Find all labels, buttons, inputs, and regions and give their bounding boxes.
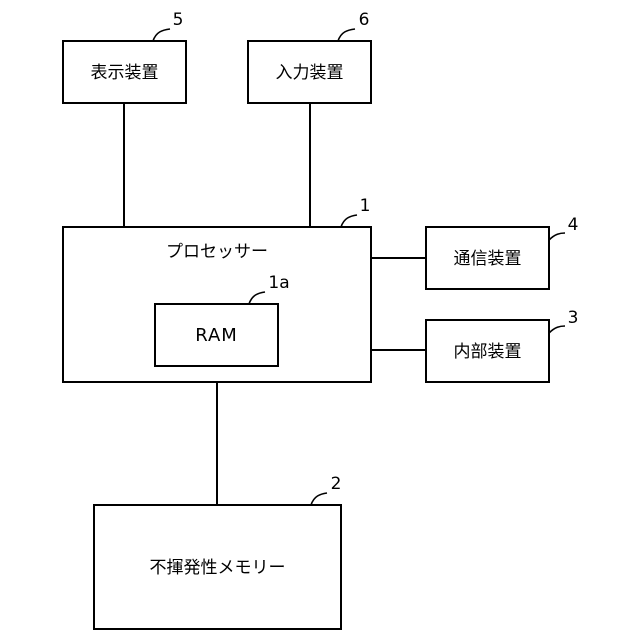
- nonvolatile-memory-ref-leader: [311, 493, 327, 505]
- input-device-ref: 6: [359, 10, 370, 30]
- input-device-label: 入力装置: [276, 63, 344, 83]
- processor-ref: 1: [360, 196, 371, 216]
- internal-device-label: 内部装置: [454, 342, 522, 362]
- ram-label: RAM: [195, 325, 238, 346]
- communication-device-block: 通信装置: [426, 227, 549, 289]
- internal-device-block: 内部装置: [426, 320, 549, 382]
- display-device-label: 表示装置: [91, 63, 159, 83]
- communication-device-ref-leader: [549, 233, 565, 240]
- ram-block: RAM: [155, 304, 278, 366]
- display-device-block: 表示装置: [63, 41, 186, 103]
- input-device-ref-leader: [338, 29, 355, 41]
- communication-device-ref: 4: [568, 215, 579, 235]
- input-device-block: 入力装置: [248, 41, 371, 103]
- nonvolatile-memory-block: 不揮発性メモリー: [94, 505, 341, 629]
- ram-ref: 1a: [268, 273, 289, 293]
- internal-device-ref-leader: [549, 326, 565, 333]
- processor-label: プロセッサー: [166, 242, 268, 262]
- internal-device-ref: 3: [568, 308, 579, 328]
- processor-ref-leader: [341, 215, 357, 227]
- display-device-ref-leader: [153, 29, 170, 41]
- nonvolatile-memory-label: 不揮発性メモリー: [150, 558, 286, 578]
- nonvolatile-memory-ref: 2: [331, 474, 342, 494]
- communication-device-label: 通信装置: [454, 249, 522, 269]
- display-device-ref: 5: [173, 10, 184, 30]
